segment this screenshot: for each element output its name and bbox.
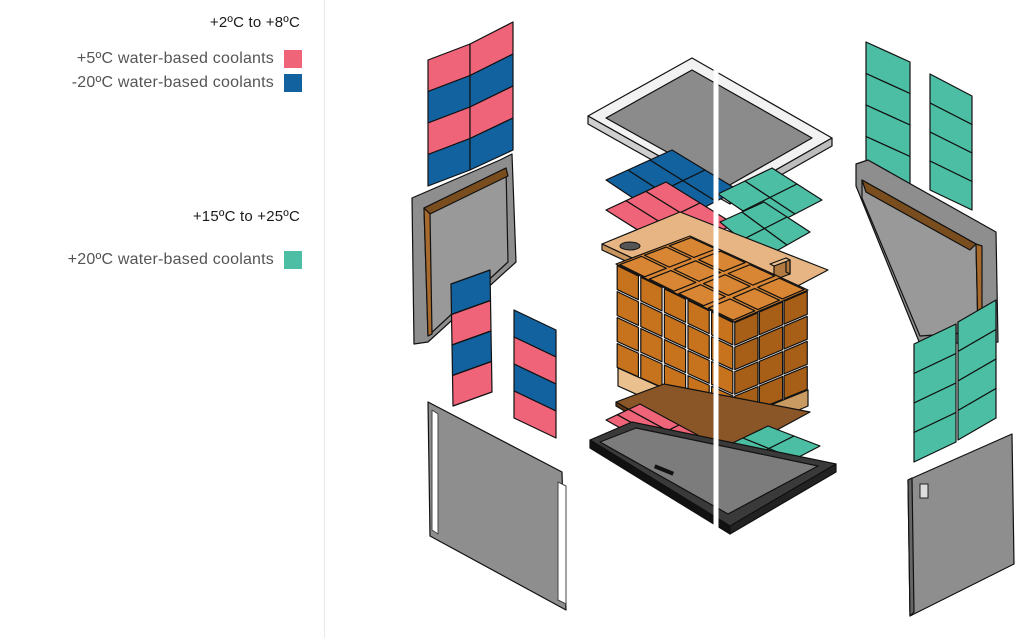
- cargo-front-box: [663, 313, 687, 349]
- left-mid-coolant-b: [513, 390, 557, 439]
- cargo-top-box: [619, 255, 667, 278]
- legend-item-pink: +5ºC water-based coolants: [77, 50, 302, 68]
- legend-label-green: +20ºC water-based coolants: [67, 251, 274, 268]
- cargo-front-box: [640, 327, 663, 363]
- cargo-side-box: [783, 340, 808, 375]
- base-tray-slot: [653, 464, 675, 476]
- legend-item-green: +20ºC water-based coolants: [68, 251, 302, 269]
- left-mid-coolant-a: [451, 360, 493, 407]
- cargo-side-box: [783, 315, 808, 350]
- right-side-assembly: [855, 41, 1015, 617]
- cargo-front-box: [640, 302, 663, 338]
- left-wall-frame-side: [423, 207, 433, 337]
- cargo-side-box: [783, 365, 808, 400]
- cargo-side-box: [758, 375, 784, 410]
- right-door-panel: [907, 433, 1015, 617]
- cargo-front-box: [640, 276, 663, 312]
- cargo-front-box: [687, 349, 710, 384]
- legend-label-pink: +5ºC water-based coolants: [76, 50, 274, 67]
- cargo-front-box: [616, 316, 640, 352]
- cargo-side-box: [734, 312, 759, 346]
- right-mid-coolant-b: [957, 387, 997, 441]
- cargo-side-box: [758, 326, 784, 360]
- cargo-top-box: [757, 277, 805, 300]
- right-door-edge: [907, 477, 915, 617]
- legend-swatch-pink: [284, 50, 302, 68]
- legend-label-blue: -20ºC water-based coolants: [71, 74, 274, 91]
- left-top-coolant-col2: [469, 117, 514, 171]
- cargo-top-box: [732, 287, 781, 311]
- left-door-panel: [427, 401, 567, 611]
- cargo-top-box: [707, 298, 756, 321]
- cargo-top-box: [648, 269, 697, 292]
- cargo-front-box: [687, 299, 710, 335]
- cargo-front-box: [663, 338, 687, 374]
- base-tray-inner: [599, 427, 819, 515]
- cargo-front-box: [663, 288, 687, 323]
- cargo-top-box: [673, 260, 722, 282]
- cargo-side-box: [758, 351, 784, 385]
- diagram-svg: [411, 21, 1015, 617]
- board-spacer-b-top: [769, 257, 791, 267]
- legend-group-title-15-25: +15ºC to +25ºC: [192, 208, 300, 225]
- cargo-front-box: [616, 291, 640, 327]
- left-side-assembly: [411, 21, 567, 611]
- right-top-coolant-b: [929, 160, 973, 211]
- cargo-front-box: [687, 324, 710, 360]
- top-coolant-green: [769, 183, 823, 215]
- cargo-top-box: [643, 246, 692, 268]
- cargo-top-box: [727, 264, 776, 286]
- cargo-side-box: [734, 336, 759, 371]
- top-board-hole: [619, 241, 641, 251]
- left-door-seal-left: [431, 409, 439, 535]
- cargo-side-box: [783, 290, 808, 325]
- legend-item-blue: -20ºC water-based coolants: [72, 74, 302, 92]
- legend-swatch-blue: [284, 74, 302, 92]
- cargo-front-box: [616, 265, 640, 301]
- exploded-container-diagram: [325, 0, 1024, 638]
- cargo-side-box: [734, 361, 759, 395]
- legend-panel: +2ºC to +8ºC +5ºC water-based coolants -…: [0, 0, 325, 638]
- center-stack-assembly: [587, 57, 837, 535]
- right-door-latch: [919, 483, 929, 499]
- upper-coolant-green: [763, 216, 811, 246]
- legend-swatch-green: [284, 251, 302, 269]
- legend-group-title-2-8: +2ºC to +8ºC: [209, 14, 300, 31]
- left-door-seal-right: [557, 481, 567, 605]
- cargo-side-box: [758, 301, 784, 336]
- right-mid-coolant-a: [913, 411, 957, 463]
- base-tray-edge-side: [729, 463, 837, 535]
- right-wall-frame-top: [861, 179, 977, 251]
